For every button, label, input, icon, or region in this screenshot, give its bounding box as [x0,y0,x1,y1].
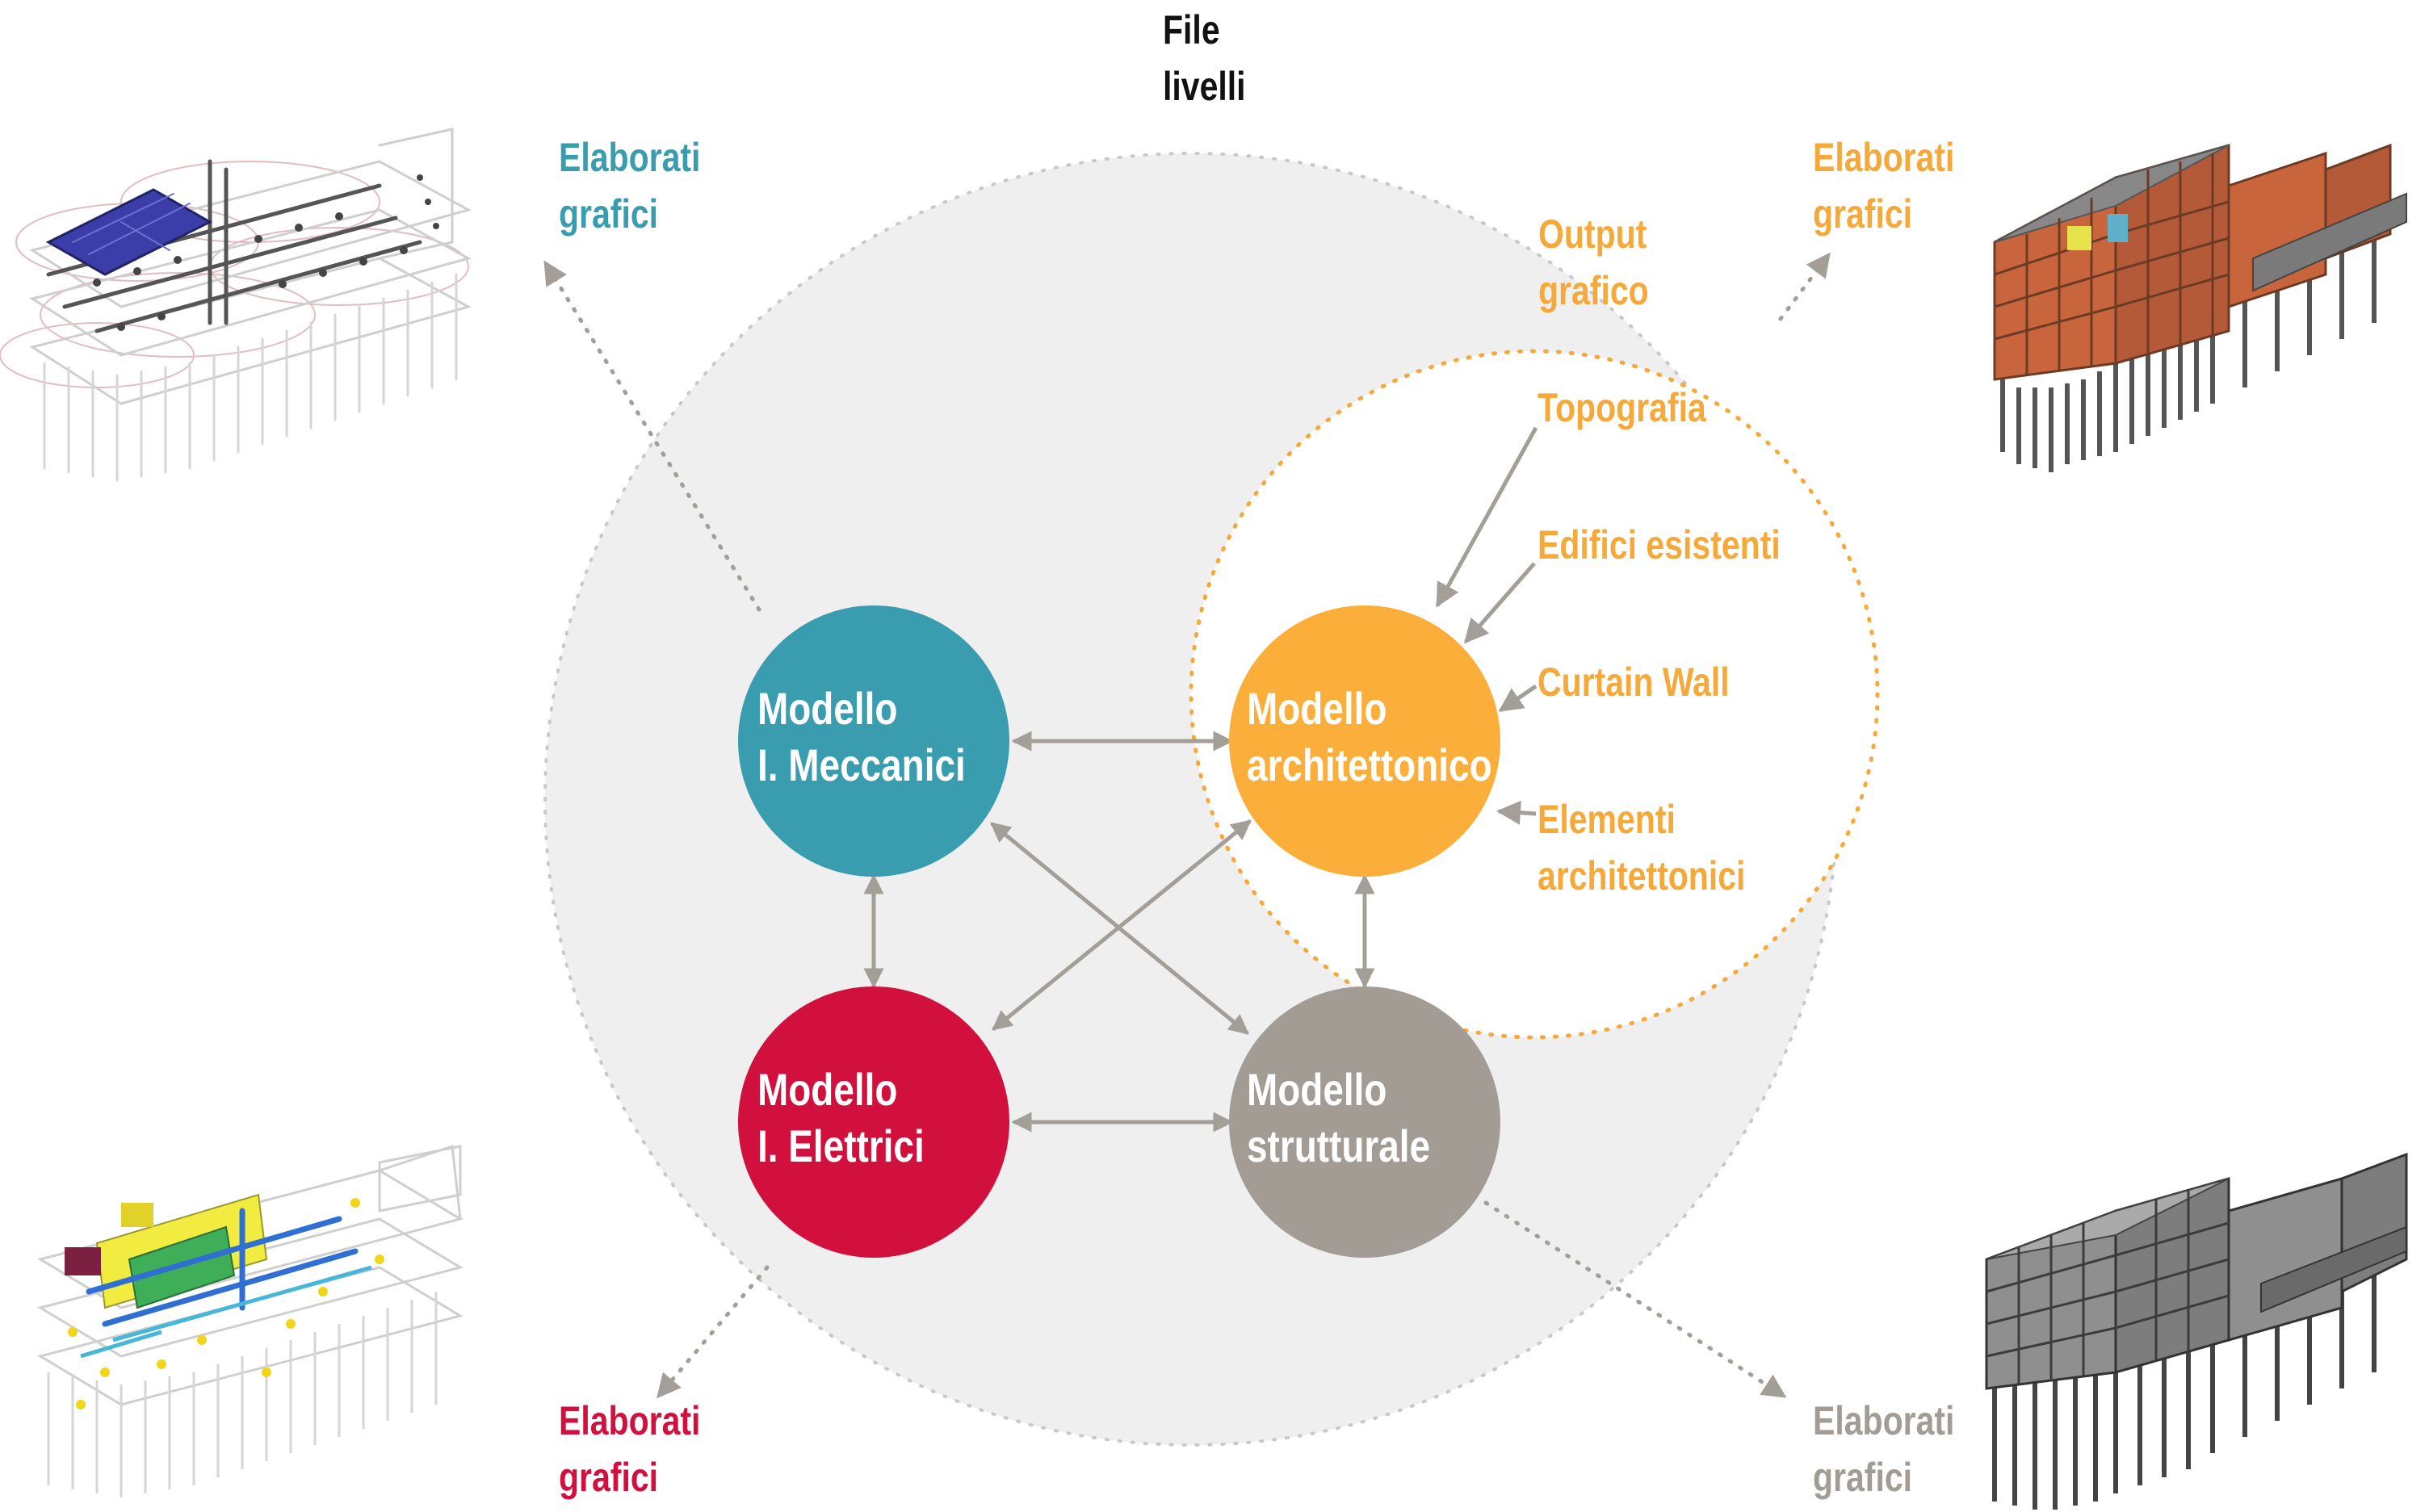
arrow-curtain-wall [1498,684,1538,713]
output-label-teal: Elaborati grafici [559,129,700,242]
node-architettonico[interactable] [1229,605,1500,877]
arrow-topografia [1435,426,1538,608]
output-red-line2: grafici [559,1455,659,1500]
output-connector-red [656,1265,770,1399]
output-label-orange: Elaborati grafici [1813,129,1954,242]
mechanical-model-render [0,128,472,482]
input-curtain-wall: Curtain Wall [1538,660,1730,705]
node-elettrici-label: Modello I. Elettrici [757,1062,925,1175]
output-red-line1: Elaborati [559,1398,701,1443]
node-architettonico-label: Modello architettonico [1247,681,1492,794]
output-grey-line2: grafici [1813,1455,1913,1500]
node-architettonico-line2: architettonico [1247,739,1492,790]
output-grey-line1: Elaborati [1813,1398,1955,1443]
node-meccanici[interactable] [738,605,1009,877]
output-label-red: Elaborati grafici [559,1393,700,1506]
arrow-elettrici-architettonico [992,819,1252,1031]
input-elementi-line1: Elementi [1538,797,1676,842]
file-livelli-line2: livelli [1163,64,1246,109]
structural-model-render [1985,1152,2408,1510]
output-connector-grey [1483,1200,1787,1399]
output-grafico-label: Output grafico [1538,206,1649,319]
arrow-edifici [1464,562,1536,644]
node-strutturale[interactable] [1229,986,1500,1258]
file-livelli-line1: File [1163,7,1220,52]
input-topografia: Topografia [1538,385,1706,430]
node-strutturale-line1: Modello [1247,1064,1387,1115]
input-elementi-line2: architettonici [1538,853,1746,898]
node-meccanici-line1: Modello [757,683,898,734]
node-strutturale-line2: strutturale [1247,1120,1431,1171]
input-edifici-esistenti: Edifici esistenti [1538,522,1781,568]
electrical-model-render [37,1144,464,1497]
output-connector-teal [543,260,761,612]
node-meccanici-label: Modello I. Meccanici [757,681,966,794]
output-teal-line1: Elaborati [559,135,701,180]
node-meccanici-line2: I. Meccanici [757,739,966,790]
node-elettrici-line1: Modello [757,1064,898,1115]
output-label-grey: Elaborati grafici [1813,1393,1954,1506]
file-livelli-label: File livelli [1163,2,1246,115]
node-elettrici-line2: I. Elettrici [757,1120,925,1171]
output-connector-orange [1778,252,1831,321]
node-architettonico-line1: Modello [1247,683,1387,734]
arrow-elementi [1496,800,1537,825]
output-teal-line2: grafici [559,191,659,237]
output-grafico-line1: Output [1538,212,1647,257]
node-strutturale-label: Modello strutturale [1247,1062,1430,1175]
output-orange-line2: grafici [1813,191,1913,237]
architectural-model-render [1993,143,2407,472]
output-grafico-line2: grafico [1538,268,1649,313]
input-elementi-architettonici: Elementi architettonici [1538,791,1745,904]
output-orange-line1: Elaborati [1813,135,1955,180]
node-elettrici[interactable] [738,986,1009,1258]
